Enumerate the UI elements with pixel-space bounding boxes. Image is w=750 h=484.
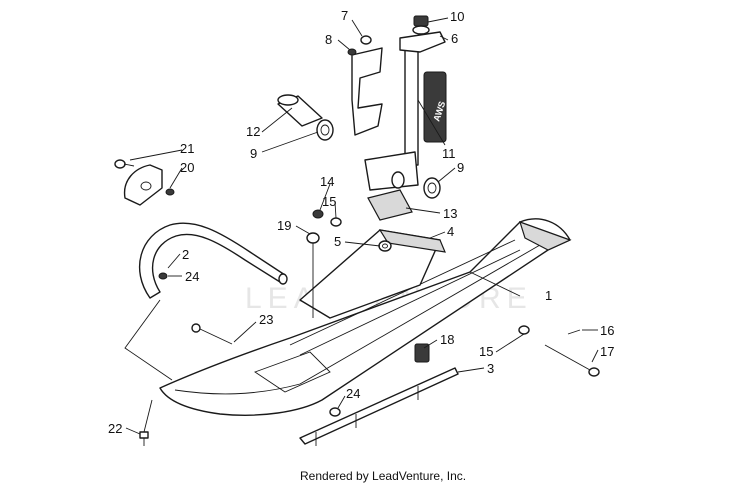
callout-12: 12 bbox=[246, 124, 260, 139]
callout-18: 18 bbox=[440, 332, 454, 347]
ski-handle bbox=[138, 222, 288, 299]
callout-8: 8 bbox=[325, 32, 332, 47]
footer-credit: Rendered by LeadVenture, Inc. bbox=[300, 469, 466, 483]
top-nut bbox=[412, 15, 430, 35]
callout-23: 23 bbox=[259, 312, 273, 327]
callout-20: 20 bbox=[180, 160, 194, 175]
bolt-23 bbox=[191, 323, 233, 345]
screw-21 bbox=[114, 159, 135, 169]
callout-21: 21 bbox=[180, 141, 194, 156]
callout-22: 22 bbox=[108, 421, 122, 436]
nut-20 bbox=[165, 188, 175, 196]
nut-24a bbox=[158, 272, 168, 280]
ski-saddle bbox=[299, 229, 446, 319]
nut-8 bbox=[347, 48, 357, 56]
callout-24a: 24 bbox=[185, 269, 199, 284]
callout-13: 13 bbox=[443, 206, 457, 221]
callout-15b: 15 bbox=[479, 344, 493, 359]
bushing-pin bbox=[277, 94, 323, 127]
bushing-upper bbox=[316, 119, 334, 141]
spindle bbox=[351, 31, 446, 191]
spacer-18 bbox=[414, 343, 430, 363]
leader-lines bbox=[124, 17, 599, 435]
cotter-16 bbox=[567, 329, 581, 335]
bushing-lower bbox=[423, 177, 441, 199]
callout-24b: 24 bbox=[346, 386, 360, 401]
callout-14: 14 bbox=[320, 174, 334, 189]
callout-3: 3 bbox=[487, 361, 494, 376]
washer-15a bbox=[330, 217, 342, 227]
callout-17: 17 bbox=[600, 344, 614, 359]
callout-labels: 7 8 10 6 11 12 9 9 13 14 15 5 4 19 1 21 … bbox=[108, 8, 614, 436]
wear-bar bbox=[299, 367, 459, 446]
callout-7: 7 bbox=[341, 8, 348, 23]
nut-24b bbox=[329, 407, 341, 417]
callout-11: 11 bbox=[442, 146, 456, 161]
bracket bbox=[123, 164, 163, 206]
callout-19: 19 bbox=[277, 218, 291, 233]
screw-22 bbox=[139, 399, 153, 446]
ski bbox=[159, 218, 572, 416]
callout-10: 10 bbox=[450, 9, 464, 24]
nut-19 bbox=[306, 232, 320, 318]
callout-1: 1 bbox=[545, 288, 552, 303]
rubber-block bbox=[367, 189, 413, 221]
washer-15b bbox=[518, 325, 530, 335]
bolt-17 bbox=[544, 344, 600, 377]
callout-6: 6 bbox=[451, 31, 458, 46]
nut-14 bbox=[312, 209, 324, 219]
washer-7 bbox=[360, 35, 372, 45]
callout-5: 5 bbox=[334, 234, 341, 249]
callout-9b: 9 bbox=[457, 160, 464, 175]
spindle-decal: AWS bbox=[423, 71, 447, 143]
callout-2: 2 bbox=[182, 247, 189, 262]
callout-16: 16 bbox=[600, 323, 614, 338]
callout-4: 4 bbox=[447, 224, 454, 239]
bolt-5 bbox=[378, 240, 392, 252]
callout-9a: 9 bbox=[250, 146, 257, 161]
bushing-mid bbox=[391, 171, 405, 189]
callout-15a: 15 bbox=[322, 194, 336, 209]
